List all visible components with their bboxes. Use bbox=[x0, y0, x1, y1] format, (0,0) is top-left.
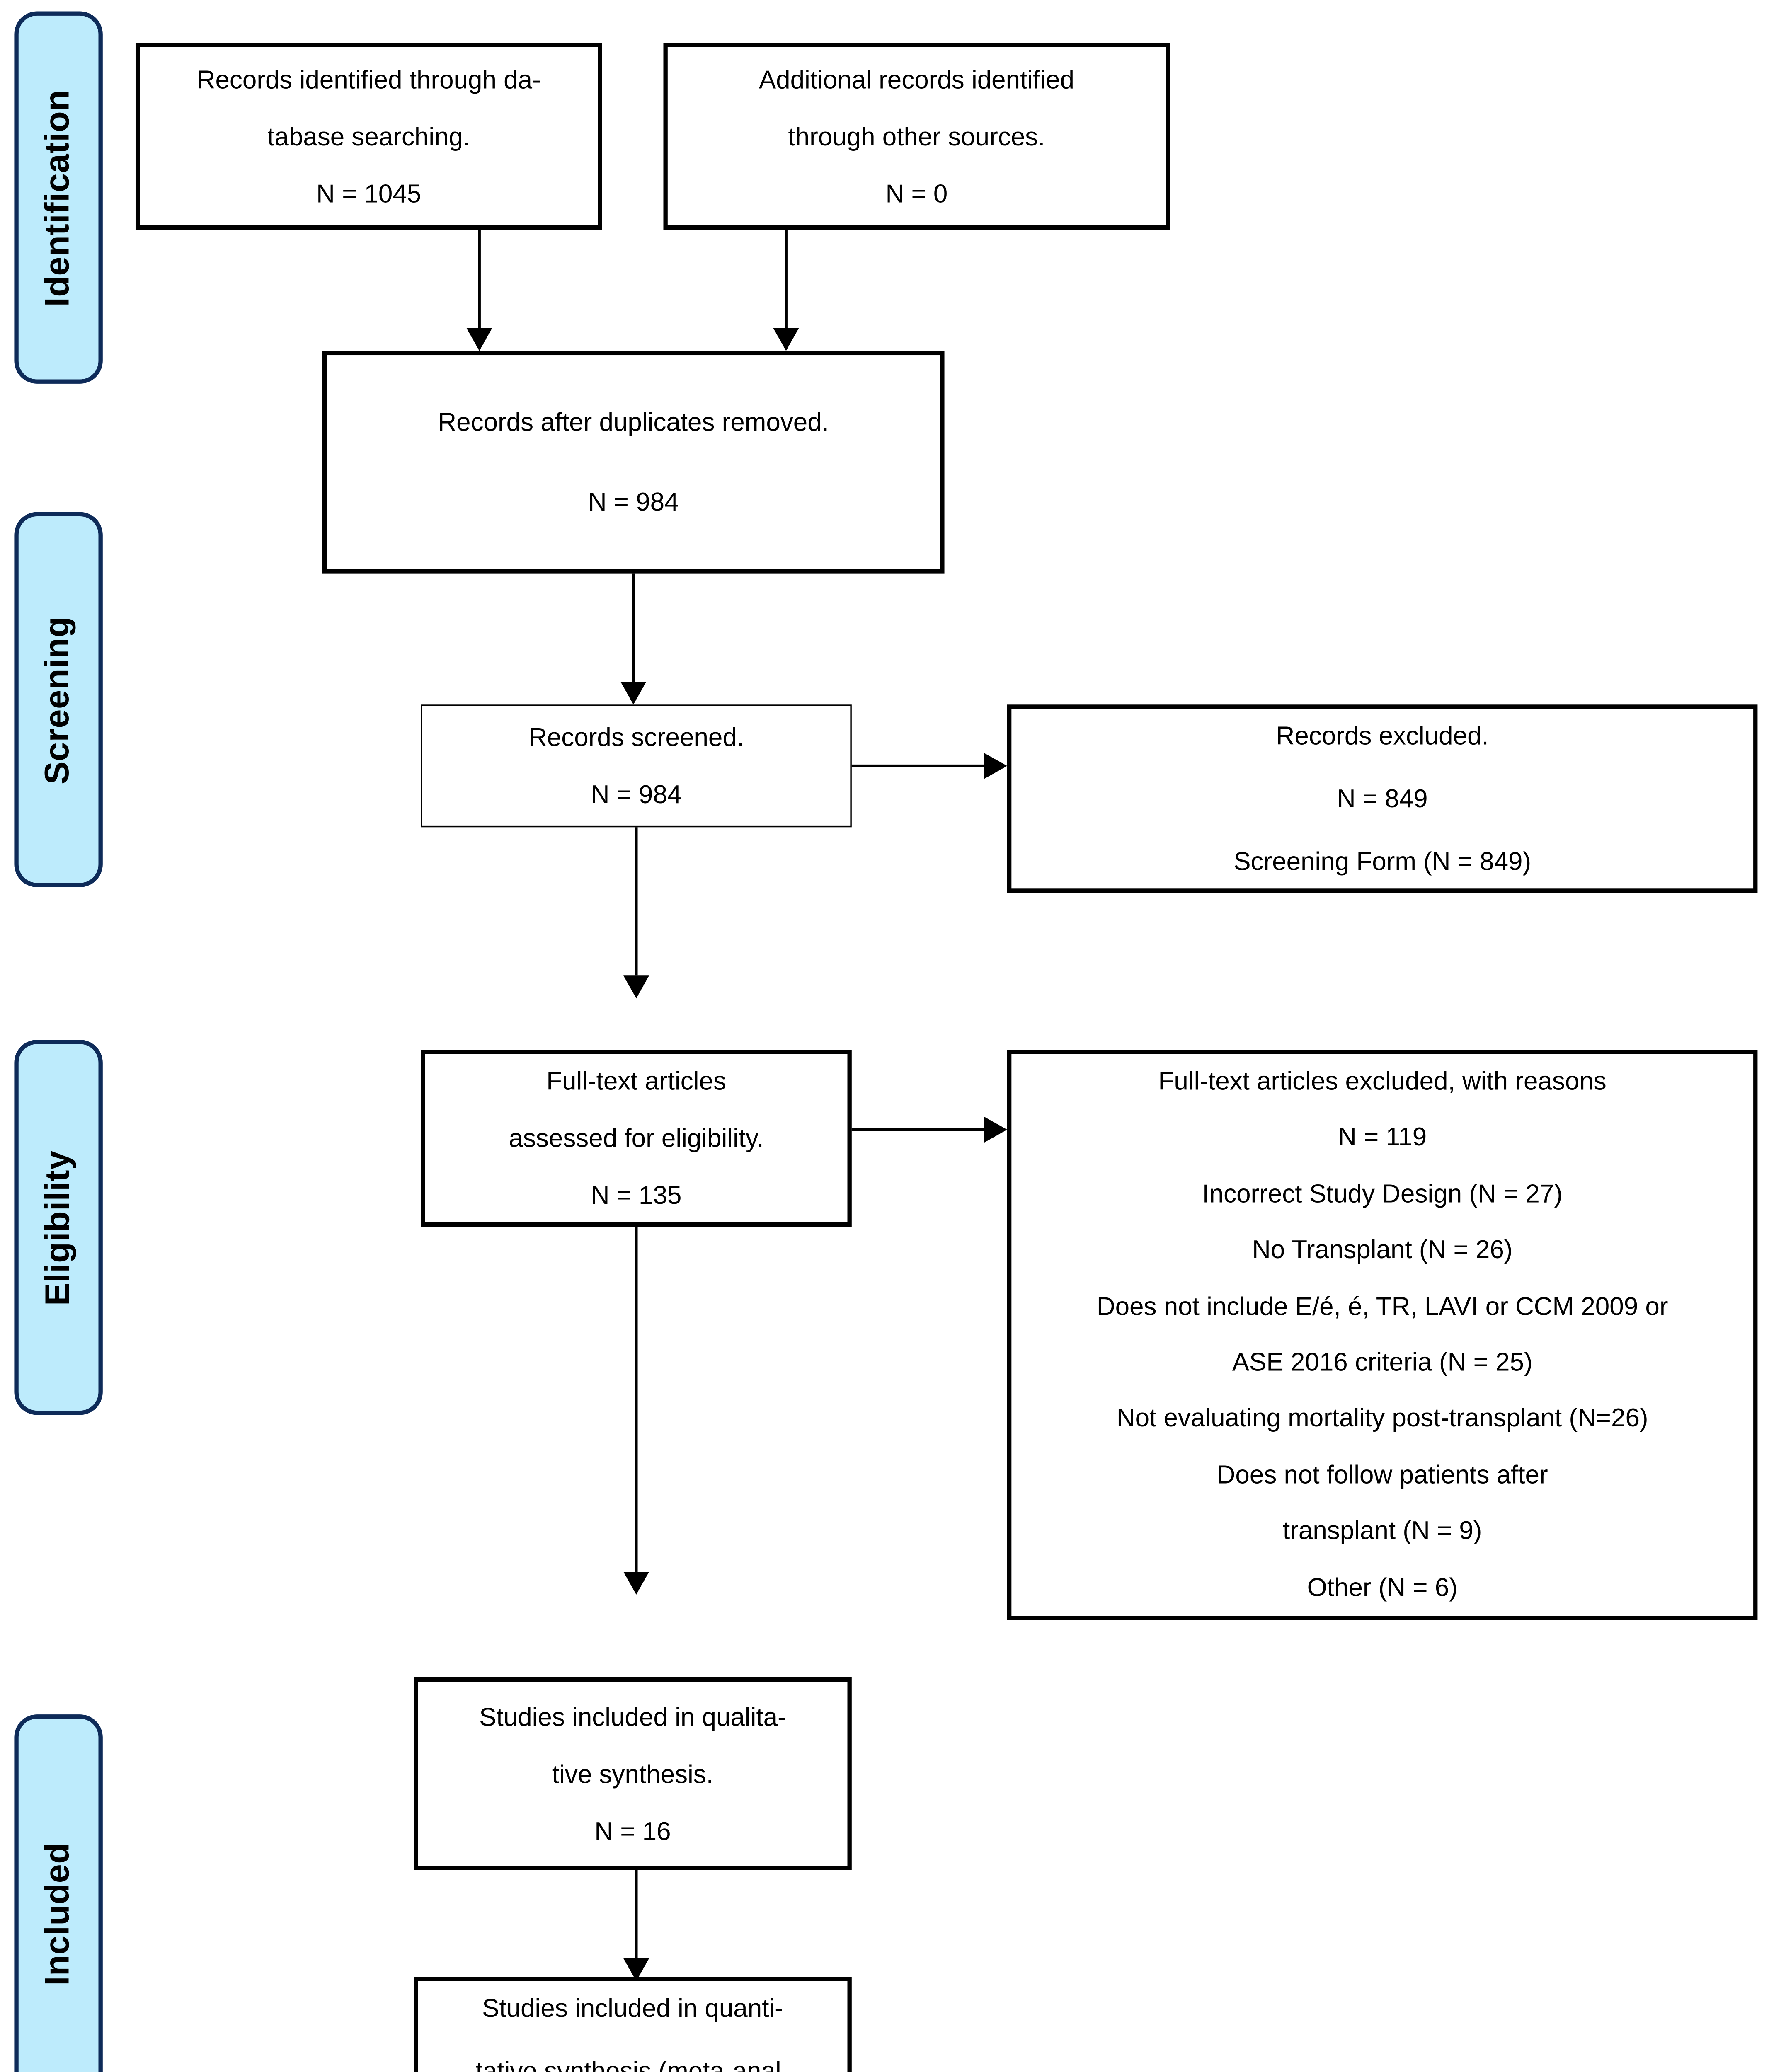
box-duplicates-removed: Records after duplicates removed. N = 98… bbox=[322, 351, 945, 574]
arrow-head bbox=[466, 328, 492, 351]
arrow-line-segment bbox=[785, 230, 788, 328]
box-text-line: N = 135 bbox=[591, 1181, 682, 1210]
box-text-line: Records identified through da- bbox=[196, 65, 541, 94]
box-text-line: N = 849 bbox=[1337, 784, 1428, 813]
box-text-line: N = 1045 bbox=[316, 179, 422, 208]
box-text-line: Full-text articles bbox=[546, 1067, 726, 1096]
box-text-line: tive synthesis. bbox=[552, 1759, 714, 1788]
box-text-line: transplant (N = 9) bbox=[1283, 1516, 1482, 1545]
box-text-line: Does not include E/é, é, TR, LAVI or CCM… bbox=[1096, 1291, 1668, 1320]
box-text-line: Does not follow patients after bbox=[1216, 1460, 1548, 1489]
box-text-line: assessed for eligibility. bbox=[509, 1124, 764, 1153]
box-text-line: tabase searching. bbox=[267, 122, 470, 151]
arrow-head bbox=[984, 1117, 1007, 1143]
box-text-line: tative synthesis (meta-anal- bbox=[475, 2057, 790, 2072]
arrow-line-segment bbox=[478, 230, 481, 328]
box-text-line: Additional records identified bbox=[758, 65, 1074, 94]
box-text-line: ASE 2016 criteria (N = 25) bbox=[1232, 1348, 1533, 1377]
box-records-screened: Records screened. N = 984 bbox=[421, 704, 852, 828]
box-text-line: N = 16 bbox=[594, 1816, 671, 1845]
box-qualitative-synthesis: Studies included in qualita- tive synthe… bbox=[414, 1677, 852, 1870]
arrow-head bbox=[773, 328, 799, 351]
box-text-line: N = 984 bbox=[588, 488, 679, 516]
stage-label-eligibility: Eligibility bbox=[14, 1040, 103, 1415]
box-records-identified: Records identified through da- tabase se… bbox=[135, 43, 602, 230]
box-text-line: Studies included in qualita- bbox=[479, 1702, 786, 1731]
box-text-line: N = 119 bbox=[1338, 1123, 1427, 1152]
stage-label-identification: Identification bbox=[14, 11, 103, 384]
box-additional-records: Additional records identified through ot… bbox=[663, 43, 1170, 230]
box-quantitative-synthesis: Studies included in quanti- tative synth… bbox=[414, 1977, 852, 2072]
arrow-line-segment bbox=[632, 573, 635, 682]
box-text-line: through other sources. bbox=[788, 122, 1045, 151]
arrow-line-segment bbox=[851, 764, 984, 767]
box-fulltext-excluded: Full-text articles excluded, with reason… bbox=[1007, 1050, 1758, 1620]
stage-label-text: Screening bbox=[38, 615, 77, 784]
box-text-line: No Transplant (N = 26) bbox=[1252, 1235, 1513, 1264]
box-text-line: Records screened. bbox=[528, 723, 744, 752]
box-text-line: Records after duplicates removed. bbox=[438, 408, 829, 437]
arrow-line-segment bbox=[851, 1128, 984, 1131]
arrow-line-segment bbox=[635, 1870, 638, 1958]
box-text-line: Studies included in quanti- bbox=[482, 1994, 783, 2023]
arrow-head bbox=[984, 753, 1007, 779]
arrow-head bbox=[620, 682, 647, 705]
stage-label-included: Included bbox=[14, 1714, 103, 2072]
stage-label-text: Identification bbox=[38, 89, 77, 306]
stage-label-text: Eligibility bbox=[38, 1150, 77, 1305]
box-text-line: Not evaluating mortality post-transplant… bbox=[1116, 1404, 1648, 1433]
box-text-line: N = 0 bbox=[885, 179, 948, 208]
box-text-line: Records excluded. bbox=[1276, 721, 1489, 750]
box-text-line: Full-text articles excluded, with reason… bbox=[1158, 1067, 1607, 1096]
box-text-line: Other (N = 6) bbox=[1307, 1573, 1458, 1601]
box-text-line: Incorrect Study Design (N = 27) bbox=[1202, 1179, 1563, 1208]
arrow-line-segment bbox=[635, 1227, 638, 1572]
arrow-line-segment bbox=[635, 827, 638, 976]
stage-label-text: Included bbox=[38, 1842, 77, 1986]
box-records-excluded: Records excluded. N = 849 Screening Form… bbox=[1007, 704, 1758, 893]
stage-label-screening: Screening bbox=[14, 512, 103, 887]
box-fulltext-assessed: Full-text articles assessed for eligibil… bbox=[421, 1050, 852, 1227]
arrow-head bbox=[623, 975, 649, 999]
box-text-line: Screening Form (N = 849) bbox=[1233, 847, 1532, 876]
box-text-line: N = 984 bbox=[591, 780, 682, 809]
arrow-head bbox=[623, 1571, 649, 1595]
